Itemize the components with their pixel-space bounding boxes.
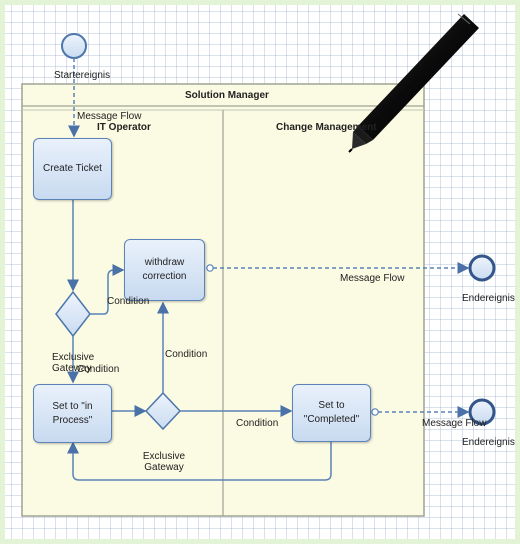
- condition-to-completed-label: Condition: [236, 418, 279, 429]
- condition-to-withdraw-label: Condition: [107, 296, 150, 307]
- task-set-in-process[interactable]: Set to "in Process": [33, 384, 112, 443]
- start-event-label: Startereignis: [54, 70, 111, 81]
- message-flow-withdraw-label: Message Flow: [340, 273, 405, 284]
- sequence-flows: [67, 200, 332, 481]
- start-event[interactable]: [61, 33, 87, 59]
- condition-to-process-label: Condition: [77, 364, 120, 375]
- message-flow-completed[interactable]: [371, 406, 470, 418]
- end-event-2-label: Endereignis: [462, 437, 515, 448]
- message-flow-start-label: Message Flow: [77, 111, 142, 122]
- end-event-1-label: Endereignis: [462, 293, 515, 304]
- end-event-2[interactable]: [468, 398, 496, 426]
- gateway-1-label: Exclusive Gateway: [52, 352, 95, 374]
- message-flow-completed-label: Message Flow: [422, 418, 487, 429]
- condition-up-label: Condition: [165, 349, 208, 360]
- pool-title: Solution Manager: [185, 90, 269, 101]
- message-flow-withdraw[interactable]: [206, 262, 470, 274]
- pen-icon: [348, 13, 479, 153]
- exclusive-gateway-2[interactable]: [144, 391, 182, 431]
- task-create-ticket[interactable]: Create Ticket: [33, 138, 112, 200]
- lane-title-change-management: Change Management: [276, 122, 377, 133]
- end-event-1[interactable]: [468, 254, 496, 282]
- gateway-2-label: Exclusive Gateway: [142, 451, 186, 473]
- lane-title-it-operator: IT Operator: [97, 122, 151, 133]
- task-withdraw-correction[interactable]: withdraw correction: [124, 239, 205, 301]
- task-set-completed[interactable]: Set to "Completed": [292, 384, 371, 442]
